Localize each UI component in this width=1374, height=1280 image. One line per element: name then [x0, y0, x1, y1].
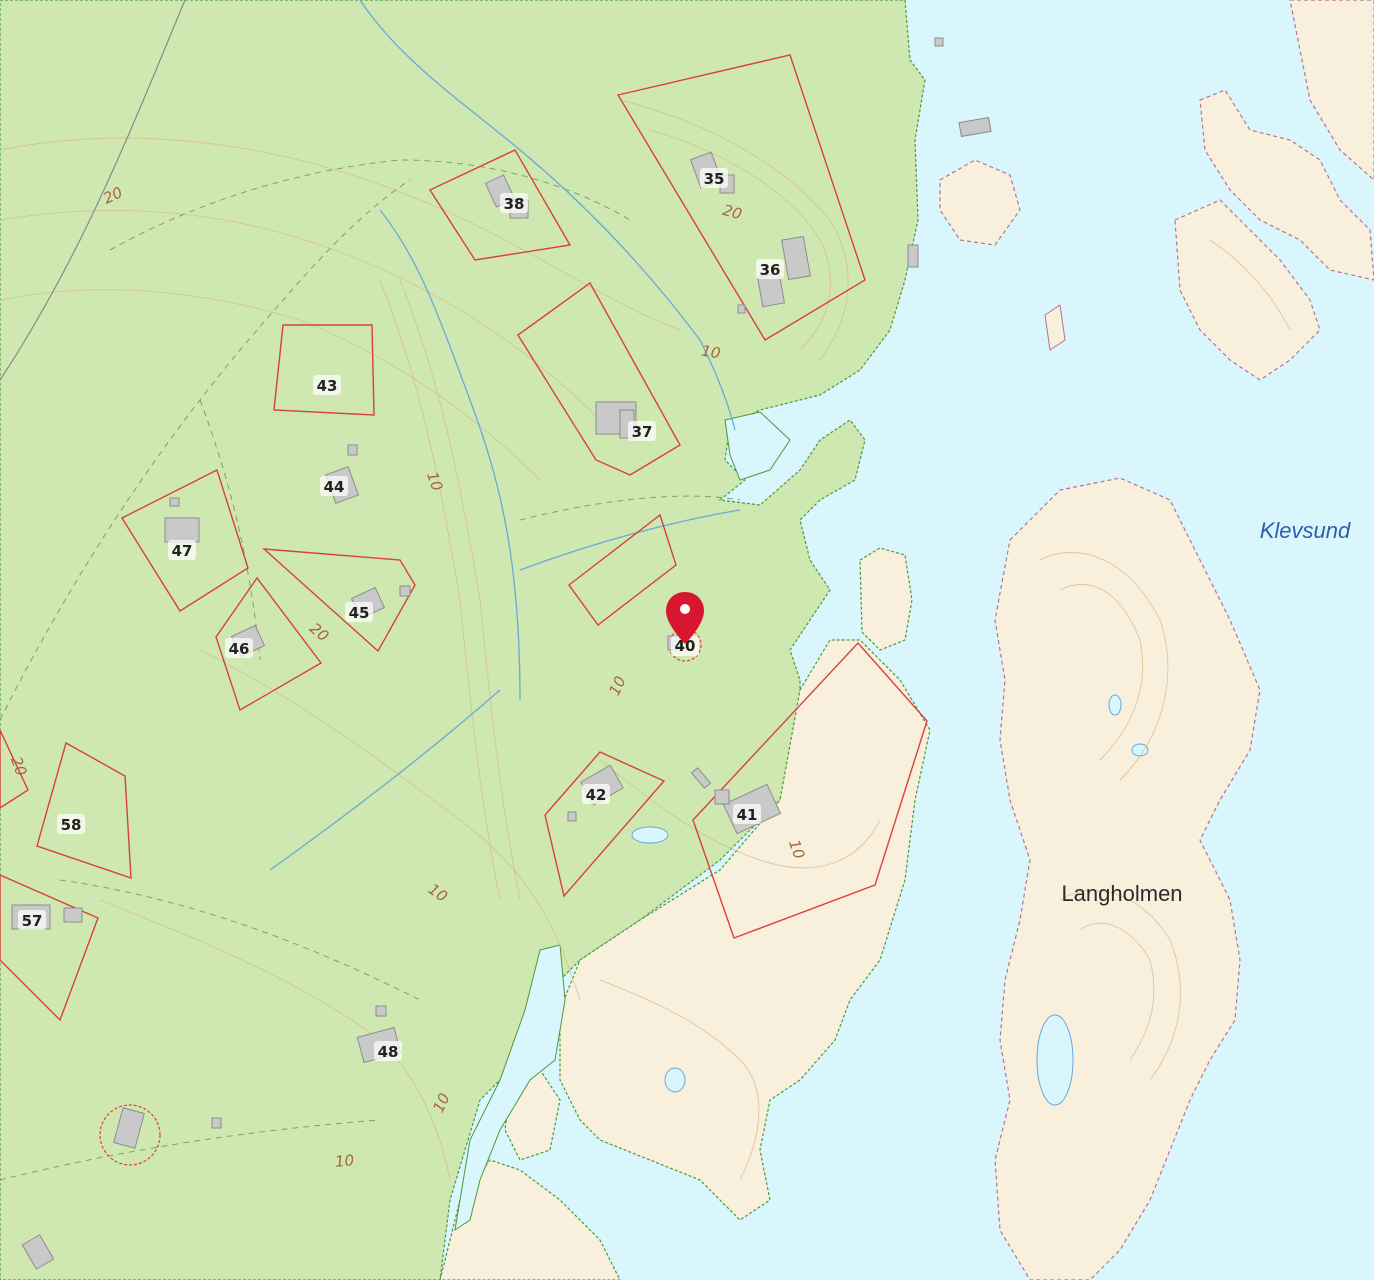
building: [21, 1234, 55, 1270]
pond-langholmen-2: [1108, 694, 1122, 716]
parcel-46[interactable]: [215, 576, 323, 712]
parcel-42[interactable]: [544, 751, 666, 898]
contour-label: 10: [423, 469, 446, 493]
pond-2: [664, 1067, 686, 1093]
building: [690, 767, 712, 789]
building: [164, 517, 200, 543]
address-label-44[interactable]: 44: [324, 478, 345, 496]
address-label-35[interactable]: 35: [704, 170, 725, 188]
footpaths: [0, 159, 741, 1181]
address-label-36[interactable]: 36: [760, 261, 781, 279]
building: [375, 1005, 387, 1017]
pond-langholmen-1: [1036, 1014, 1074, 1106]
parcel-45[interactable]: [261, 548, 416, 653]
parcel-circle-southwest[interactable]: [99, 1104, 161, 1166]
parcel-58[interactable]: [36, 741, 132, 879]
open-land-south: [559, 639, 931, 1221]
contour-label: 10: [785, 837, 808, 861]
parcel-unnamed[interactable]: [568, 513, 677, 626]
parcel-35-36[interactable]: [616, 54, 866, 341]
building: [399, 585, 411, 597]
building: [113, 1107, 145, 1149]
islet-north-center: [939, 159, 1021, 246]
parcel-41[interactable]: [692, 641, 928, 939]
building: [567, 811, 577, 822]
parcel-37[interactable]: [517, 281, 681, 476]
building: [737, 304, 746, 314]
place-label-langholmen[interactable]: Langholmen: [1061, 881, 1182, 906]
islet-small-1: [1044, 304, 1066, 351]
building: [781, 235, 811, 281]
address-label-37[interactable]: 37: [632, 423, 653, 441]
inlet-south: [454, 944, 566, 1232]
contour-lines: [0, 99, 1291, 1181]
building: [714, 789, 730, 805]
building: [169, 497, 180, 507]
address-label-48[interactable]: 48: [378, 1043, 399, 1061]
building: [347, 444, 358, 456]
address-label-42[interactable]: 42: [586, 786, 607, 804]
address-label-38[interactable]: 38: [504, 195, 525, 213]
address-label-45[interactable]: 45: [349, 604, 370, 622]
island-northeast-1: [1174, 199, 1321, 381]
building: [907, 244, 919, 268]
address-label-43[interactable]: 43: [317, 377, 338, 395]
contour-label: 10: [334, 1151, 355, 1171]
peninsula-east: [859, 547, 913, 651]
building: [211, 1117, 222, 1129]
road-line: [0, 0, 186, 381]
address-label-57[interactable]: 57: [22, 912, 43, 930]
building: [934, 37, 944, 47]
parcel-47[interactable]: [121, 469, 249, 612]
parcel-38[interactable]: [428, 149, 572, 261]
address-label-41[interactable]: 41: [737, 806, 758, 824]
contour-label: 10: [700, 342, 722, 363]
building: [958, 116, 992, 138]
pond-langholmen-3: [1131, 743, 1149, 757]
address-label-47[interactable]: 47: [172, 542, 193, 560]
parcel-west-edge[interactable]: [0, 729, 29, 809]
address-labels: 35 36 37 38 40 41 42 43 44 45 46 47 48 5…: [18, 168, 784, 1061]
parcel-40[interactable]: [668, 628, 702, 662]
parcel-43[interactable]: [273, 324, 375, 416]
parcel-57[interactable]: [0, 874, 99, 1022]
address-label-46[interactable]: 46: [229, 640, 250, 658]
building: [63, 907, 83, 923]
address-label-40[interactable]: 40: [675, 637, 696, 655]
contour-label: 20: [7, 754, 30, 778]
location-pin-icon[interactable]: [666, 592, 704, 644]
inlet-north: [724, 411, 791, 481]
contour-label: 20: [721, 201, 744, 223]
pond-1: [631, 826, 669, 844]
property-parcels: [0, 54, 928, 1166]
address-label-58[interactable]: 58: [61, 816, 82, 834]
island-northeast-3: [1289, 0, 1374, 181]
island-northeast-2: [1199, 89, 1374, 281]
water-label-klevsund[interactable]: Klevsund: [1260, 518, 1351, 543]
